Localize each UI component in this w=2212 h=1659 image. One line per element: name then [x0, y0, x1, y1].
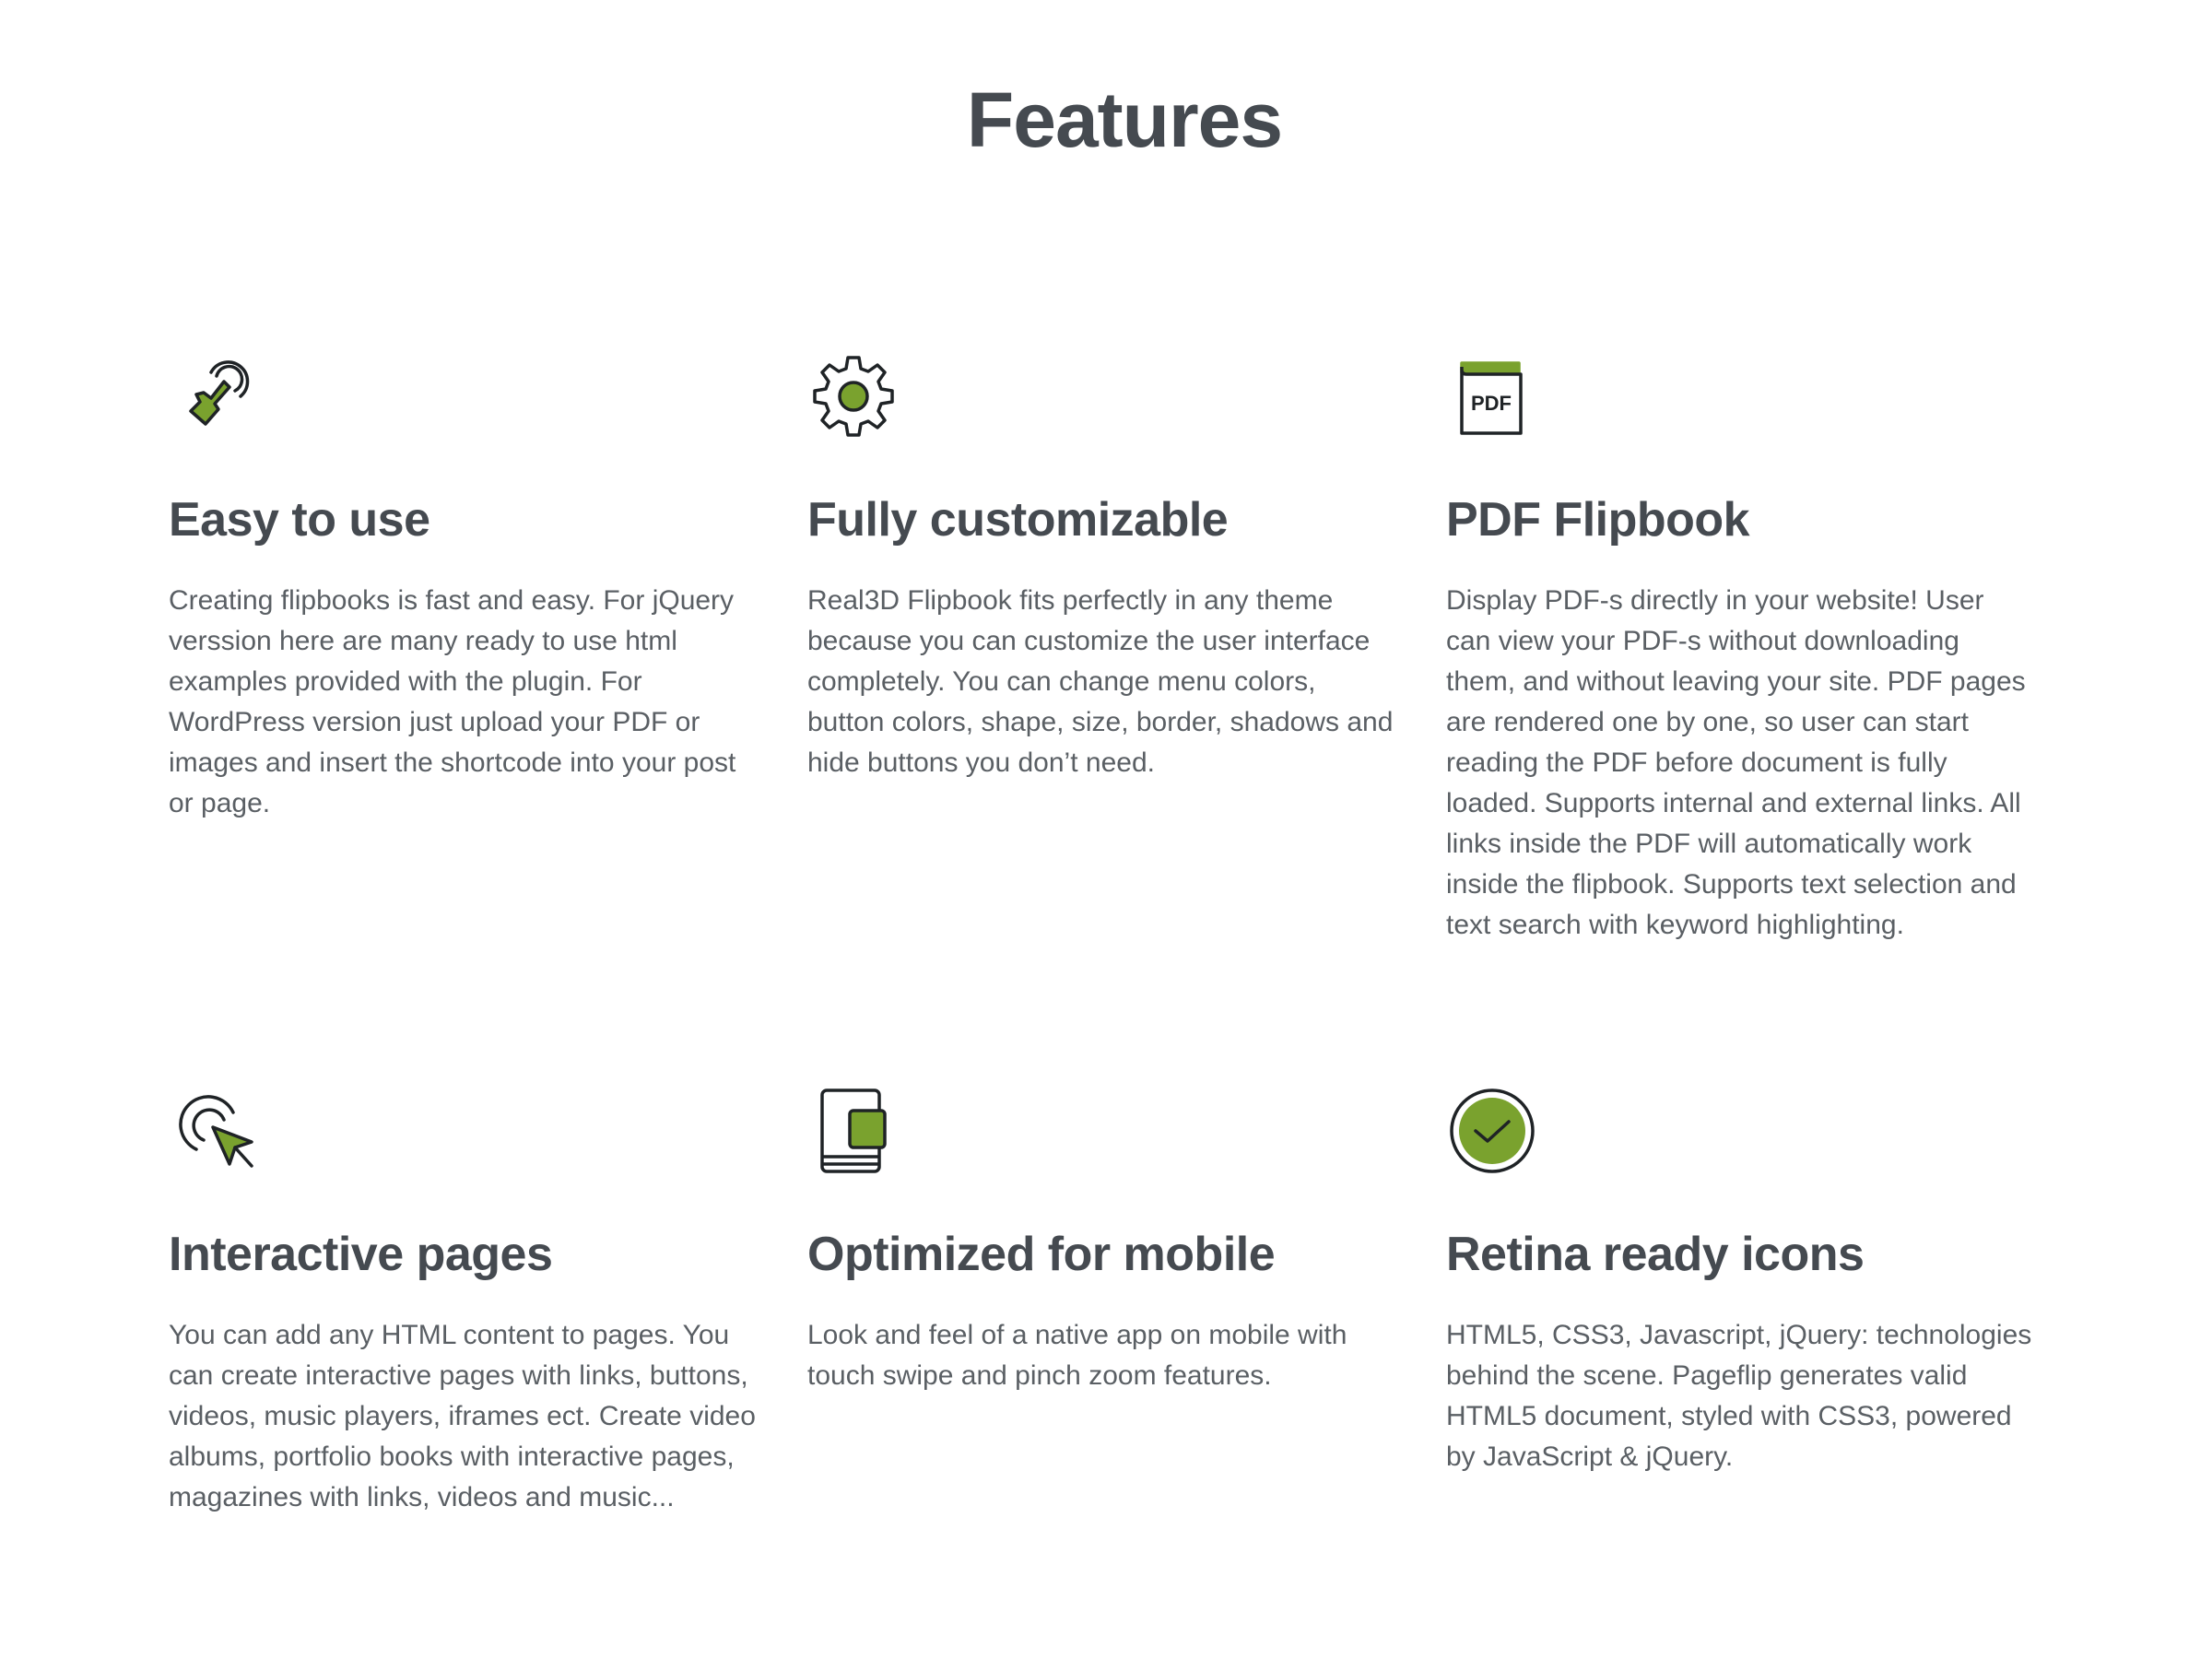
feature-title: Interactive pages — [169, 1228, 553, 1281]
feature-title: Fully customizable — [807, 493, 1229, 547]
pdf-book-icon: PDF — [1446, 350, 1538, 442]
check-circle-icon — [1446, 1085, 1538, 1177]
pdf-icon-label: PDF — [1471, 392, 1512, 415]
feature-title: Optimized for mobile — [807, 1228, 1276, 1281]
touch-hand-icon — [169, 350, 261, 442]
feature-description: Real3D Flipbook fits perfectly in any th… — [807, 585, 1394, 778]
mobile-devices-icon — [807, 1085, 900, 1177]
gear-icon — [807, 350, 900, 442]
page-title: Features — [966, 76, 1283, 163]
feature-title: Easy to use — [169, 493, 430, 547]
feature-description: Look and feel of a native app on mobile … — [807, 1320, 1347, 1391]
feature-description: HTML5, CSS3, Javascript, jQuery: technol… — [1446, 1320, 2032, 1472]
feature-description: Display PDF-s directly in your website! … — [1446, 585, 2026, 940]
feature-description: Creating flipbooks is fast and easy. For… — [169, 585, 736, 818]
feature-title: Retina ready icons — [1446, 1228, 1865, 1281]
feature-description: You can add any HTML content to pages. Y… — [169, 1320, 756, 1512]
click-cursor-icon — [169, 1085, 261, 1177]
feature-title: PDF Flipbook — [1446, 493, 1750, 547]
